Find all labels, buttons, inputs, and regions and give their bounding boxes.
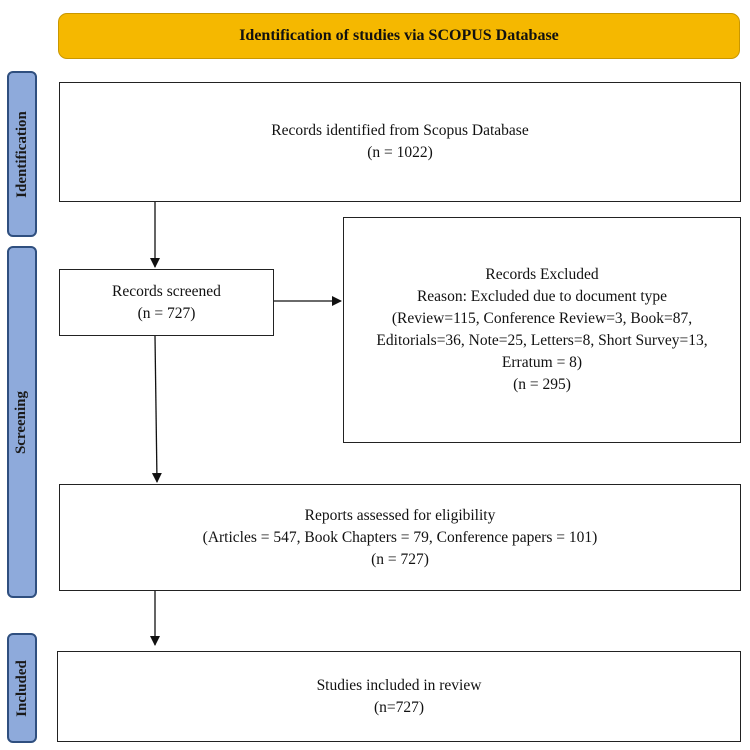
records-excluded-box: Records Excluded Reason: Excluded due to… (343, 217, 741, 443)
reports-assessed-breakdown: (Articles = 547, Book Chapters = 79, Con… (202, 528, 598, 546)
records-excluded-label: Records Excluded (485, 266, 599, 283)
studies-included-label: Studies included in review (316, 676, 482, 694)
diagram-title: Identification of studies via SCOPUS Dat… (58, 13, 740, 59)
records-excluded-detail-2: Editorials=36, Note=25, Letters=8, Short… (376, 332, 708, 349)
records-identified-count: (n = 1022) (367, 144, 433, 161)
records-screened-count: (n = 727) (137, 304, 196, 322)
records-excluded-count: (n = 295) (513, 376, 571, 393)
studies-included-count: (n=727) (373, 698, 425, 716)
phase-label-screening: Screening (7, 246, 37, 598)
phase-label-identification: Identification (7, 71, 37, 237)
phase-label-included: Included (7, 633, 37, 743)
reports-assessed-label: Reports assessed for eligibility (304, 506, 496, 524)
records-excluded-detail-1: (Review=115, Conference Review=3, Book=8… (391, 310, 693, 327)
studies-included-box: Studies included in review (n=727) (57, 651, 741, 742)
records-excluded-reason: Reason: Excluded due to document type (416, 288, 668, 305)
records-screened-label: Records screened (112, 282, 221, 300)
records-excluded-detail-3: Erratum = 8) (501, 354, 583, 371)
reports-assessed-count: (n = 727) (371, 550, 429, 568)
reports-assessed-box: Reports assessed for eligibility (Articl… (59, 484, 741, 591)
records-identified-box: Records identified from Scopus Database … (59, 82, 741, 202)
records-identified-label: Records identified from Scopus Database (271, 122, 529, 139)
diagram-title-text: Identification of studies via SCOPUS Dat… (239, 27, 559, 44)
records-screened-box: Records screened (n = 727) (59, 269, 274, 336)
arrow-screened-to-assessed (151, 335, 162, 483)
